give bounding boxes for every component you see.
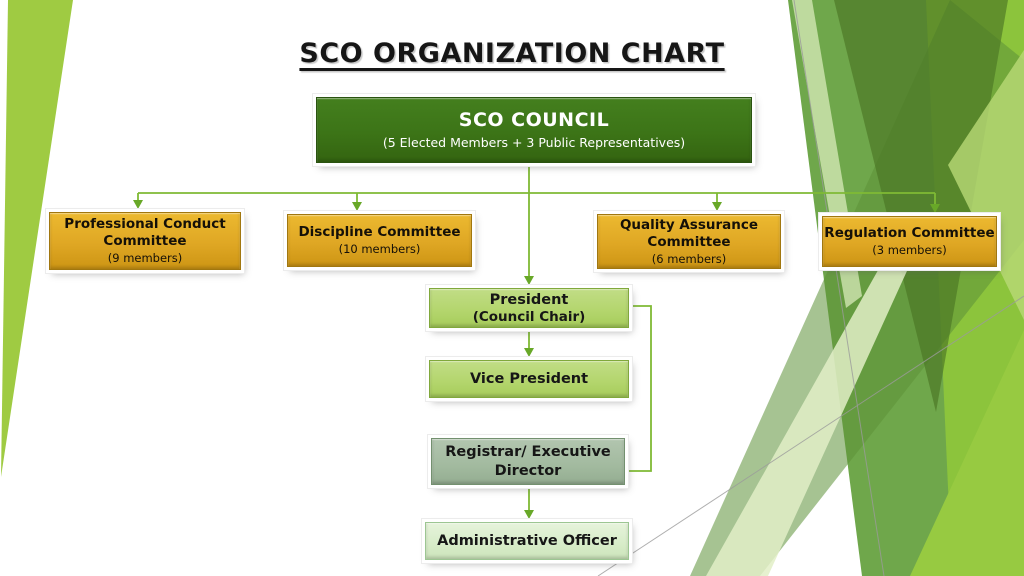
node-label: Discipline Committee — [298, 224, 461, 241]
right-wedge-cluster — [597, 0, 1024, 576]
node-label: Regulation Committee — [824, 225, 995, 242]
node-sublabel: (5 Elected Members + 3 Public Representa… — [382, 135, 686, 151]
node-sublabel: (9 members) — [107, 251, 183, 266]
node-label: SCO COUNCIL — [458, 109, 610, 132]
node-sublabel: (3 members) — [872, 243, 947, 258]
org-node-registrar-executive-director: Registrar/ Executive Director — [431, 438, 625, 485]
node-label: Vice President — [469, 370, 589, 387]
org-node-administrative-officer: Administrative Officer — [425, 522, 629, 560]
left-wedge-shape — [1, 0, 73, 477]
node-sublabel: (6 members) — [651, 251, 727, 266]
org-node-quality-assurance-committee: Quality Assurance Committee (6 members) — [597, 214, 781, 269]
node-label: President — [489, 291, 569, 308]
page-title: SCO ORGANIZATION CHART — [299, 38, 725, 69]
org-node-professional-conduct-committee: Professional Conduct Committee (9 member… — [49, 212, 241, 270]
org-node-vice-president: Vice President — [429, 360, 629, 398]
node-label: Administrative Officer — [437, 532, 617, 549]
org-node-regulation-committee: Regulation Committee (3 members) — [822, 216, 997, 267]
node-sublabel: (Council Chair) — [472, 308, 586, 325]
org-node-sco-council: SCO COUNCIL (5 Elected Members + 3 Publi… — [316, 97, 752, 163]
node-label: Professional Conduct Committee — [64, 216, 226, 250]
org-node-president: President (Council Chair) — [429, 288, 629, 328]
org-node-discipline-committee: Discipline Committee (10 members) — [287, 214, 472, 267]
node-label: Registrar/ Executive Director — [445, 444, 611, 479]
node-sublabel: (10 members) — [338, 242, 421, 257]
node-label: Quality Assurance Committee — [619, 216, 759, 250]
